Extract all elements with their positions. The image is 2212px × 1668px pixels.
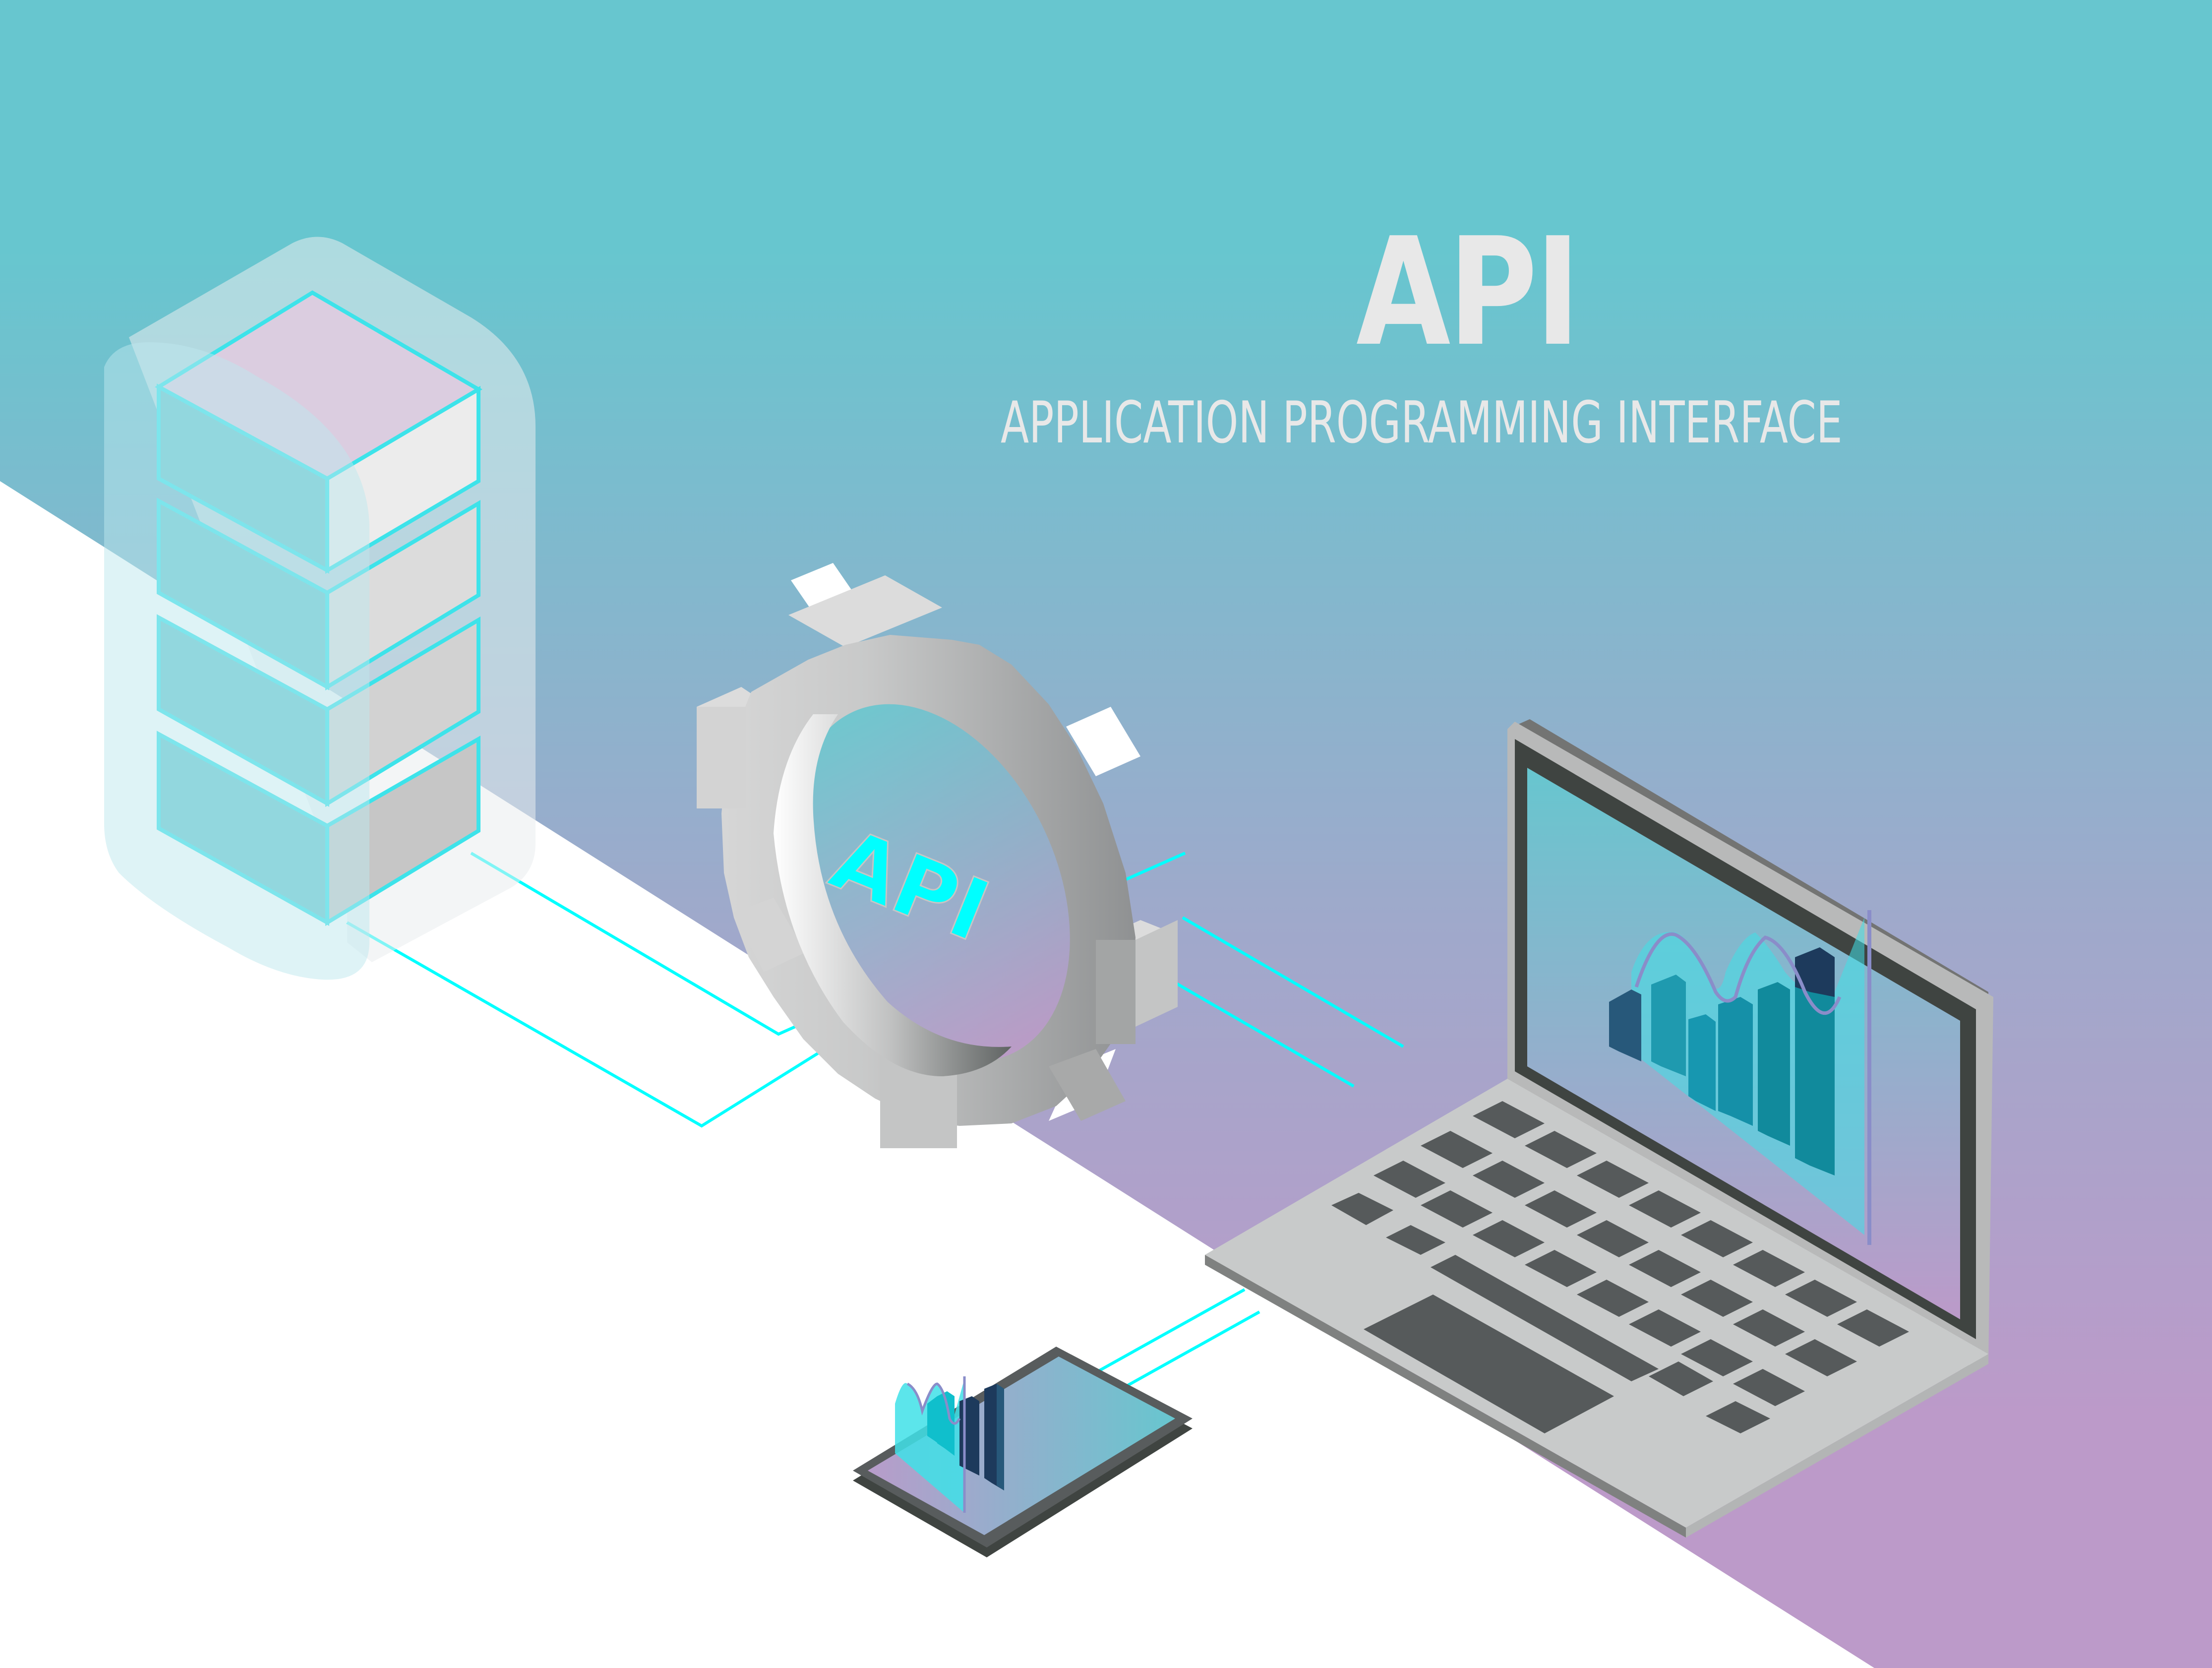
laptop-chart bbox=[1609, 910, 1871, 1245]
phone-chart bbox=[895, 1376, 1004, 1513]
laptop-icon bbox=[1205, 719, 1993, 1538]
smartphone-icon bbox=[853, 1347, 1193, 1557]
database-server-icon bbox=[104, 237, 536, 980]
api-gear-icon: API bbox=[697, 563, 1178, 1148]
keyboard bbox=[1331, 1101, 1909, 1433]
trackpad bbox=[1364, 1295, 1614, 1433]
